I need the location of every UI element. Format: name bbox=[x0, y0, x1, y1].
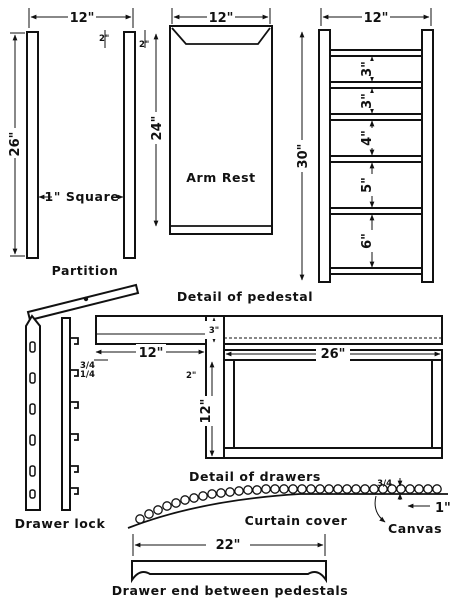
pedestal-spacing-4: 5" bbox=[360, 177, 375, 193]
pedestal-shelves bbox=[329, 49, 423, 275]
curtain-canvas-label: Canvas bbox=[388, 521, 442, 536]
partition-height-label: 26" bbox=[8, 132, 23, 157]
drawer-lock-drawing: Drawer lock bbox=[15, 283, 140, 531]
curtain-caption: Curtain cover bbox=[245, 513, 348, 528]
pedestal-spacing-1: 3" bbox=[360, 61, 375, 77]
arm-rest-bevel bbox=[171, 27, 271, 45]
drawer-front-left bbox=[223, 357, 235, 459]
drawer-top-depth-label: 3" bbox=[209, 326, 219, 336]
drawer-side-top bbox=[95, 315, 207, 345]
drawer-small-c-label: 2" bbox=[186, 371, 196, 381]
pedestal-spacing-3: 4" bbox=[360, 130, 375, 146]
curtain-gap-label: 3/4 bbox=[377, 479, 392, 489]
partition-notch-right-label: 2" bbox=[139, 40, 149, 50]
drawers-drawing: 3" 12" 26" 12" 3/4 1/4 2" Detail of draw… bbox=[80, 315, 443, 484]
curtain-slat-label: 1" bbox=[435, 501, 451, 516]
drawer-end-board bbox=[131, 560, 327, 584]
drawer-lock-bar bbox=[26, 283, 140, 322]
drawer-front-width-label: 26" bbox=[321, 347, 346, 362]
curtain-canvas-line bbox=[127, 493, 448, 529]
drawer-lock-side bbox=[61, 317, 71, 511]
drawer-front-top bbox=[223, 315, 443, 345]
drawer-lock-hooks bbox=[70, 337, 79, 495]
drawer-front-bottom bbox=[223, 447, 443, 459]
drawer-small-b-label: 1/4 bbox=[80, 370, 95, 380]
pedestal-spacing-5: 6" bbox=[360, 233, 375, 249]
drawer-small-a-label: 3/4 bbox=[80, 361, 95, 371]
arm-rest-caption: Arm Rest bbox=[186, 170, 256, 185]
arm-rest-height-label: 24" bbox=[150, 116, 165, 141]
partition-caption: Partition bbox=[52, 263, 119, 278]
pedestal-spacing-2: 3" bbox=[360, 93, 375, 109]
partition-stock-label: 1" Square bbox=[45, 189, 120, 204]
pedestal-right-post bbox=[421, 29, 434, 283]
partition-width-label: 12" bbox=[70, 11, 95, 26]
drawers-caption: Detail of drawers bbox=[189, 469, 321, 484]
drawer-front-height-label: 12" bbox=[199, 399, 214, 424]
arm-rest-width-label: 12" bbox=[209, 11, 234, 26]
arm-rest-drawing: 12" 24" Arm Rest bbox=[148, 8, 273, 235]
partition-drawing: 12" 26" 2" 2" 1" Square Partition bbox=[6, 8, 149, 278]
partition-left-post bbox=[26, 31, 39, 259]
drawer-front-right bbox=[431, 357, 443, 459]
arm-rest-panel bbox=[169, 25, 273, 235]
pedestal-height-label: 30" bbox=[296, 144, 311, 169]
curtain-slats bbox=[135, 484, 442, 524]
pedestal-left-post bbox=[318, 29, 331, 283]
drawer-side-width-label: 12" bbox=[139, 346, 164, 361]
pedestal-drawing: 12" 30" 3" 3" 4" 5" 6" Detail of pedesta… bbox=[177, 8, 434, 304]
drawer-end-width-label: 22" bbox=[216, 538, 241, 553]
drawer-end-drawing: 22" Drawer end between pedestals bbox=[112, 534, 349, 598]
drawer-end-caption: Drawer end between pedestals bbox=[112, 583, 349, 598]
partition-right-post bbox=[123, 31, 136, 259]
pedestal-width-label: 12" bbox=[364, 11, 389, 26]
drawer-lock-caption: Drawer lock bbox=[15, 516, 106, 531]
pedestal-caption: Detail of pedestal bbox=[177, 289, 313, 304]
partition-notch-left-label: 2" bbox=[99, 34, 109, 44]
curtain-cover-drawing: 3/4 1" Canvas Curtain cover bbox=[127, 478, 451, 536]
